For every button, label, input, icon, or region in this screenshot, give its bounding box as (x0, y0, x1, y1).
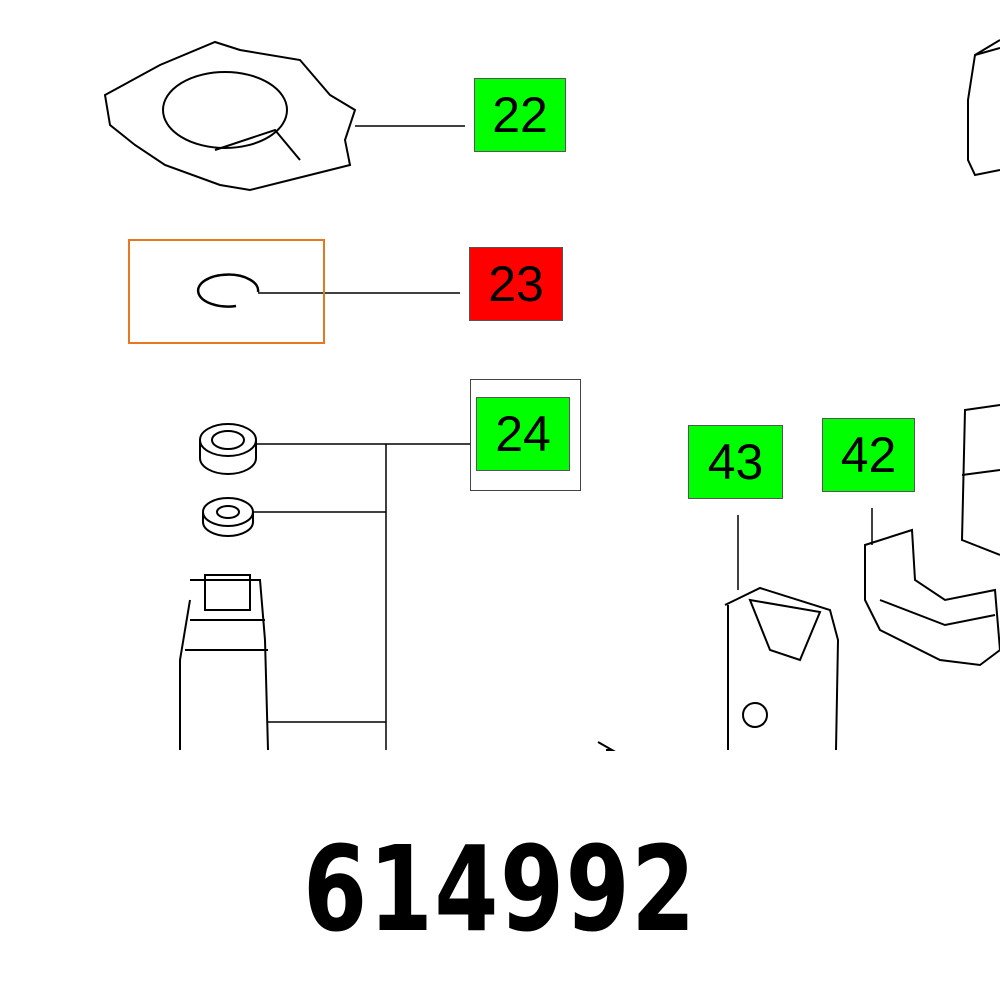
label-24[interactable]: 24 (476, 397, 570, 471)
partial-part-top-right (967, 39, 1000, 177)
highlight-frame-23 (128, 239, 325, 344)
label-42[interactable]: 42 (822, 418, 915, 492)
part-42-cover (864, 508, 1000, 667)
part-22-plate (103, 40, 465, 192)
part-23-circlip (196, 273, 460, 308)
label-23[interactable]: 23 (469, 247, 563, 321)
label-22[interactable]: 22 (474, 78, 566, 152)
partial-part-right (960, 404, 1000, 556)
part-24-bearings-armature (179, 423, 470, 751)
part-number: 614992 (303, 820, 697, 958)
label-43[interactable]: 43 (688, 425, 783, 499)
label-frame-24 (470, 379, 581, 491)
part-43-switch-module (597, 515, 840, 751)
